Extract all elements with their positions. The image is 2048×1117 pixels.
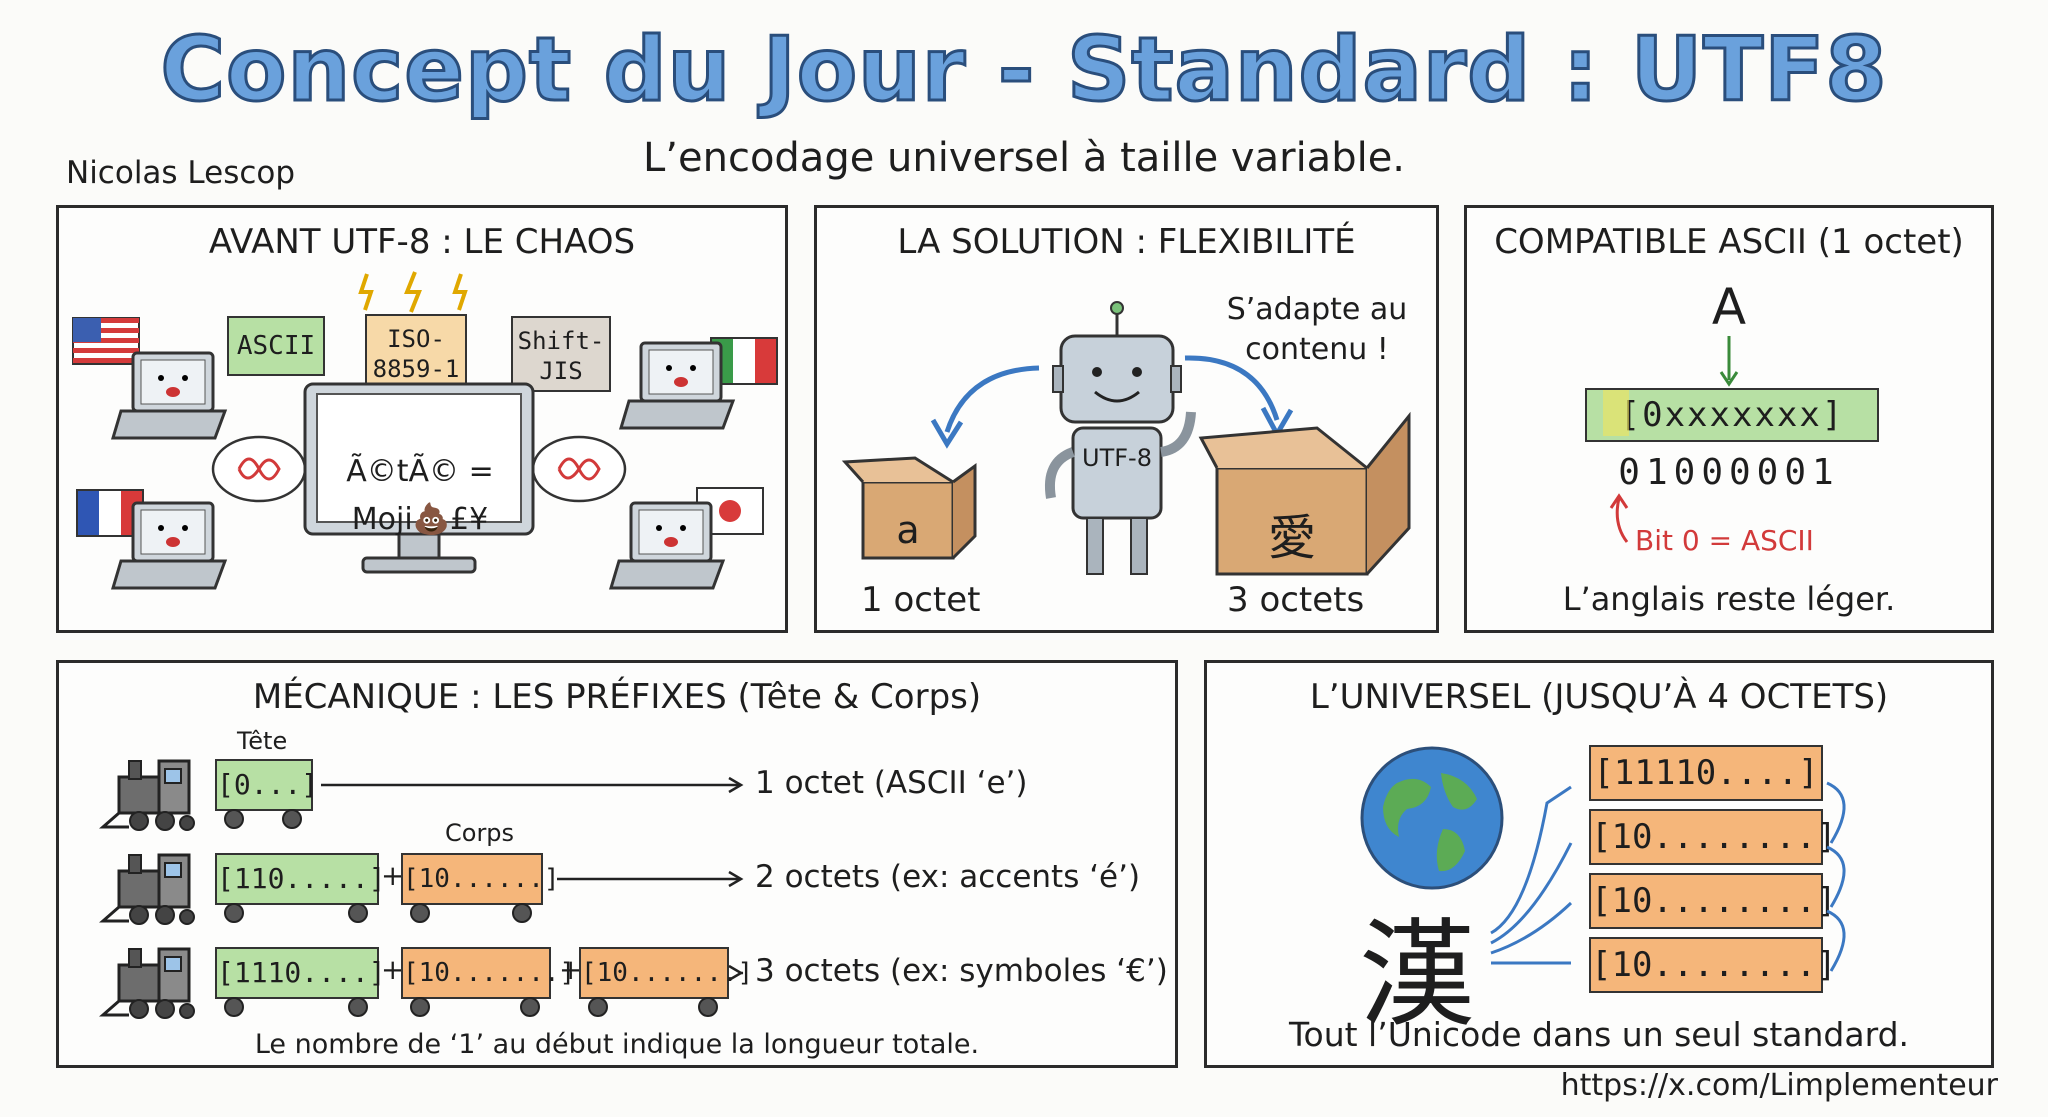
scribble-bubble-icon [531,435,627,503]
bits-value: 01000001 [1618,452,1840,493]
wheel-icon [410,903,430,923]
page-subtitle: L’encodage universel à taille variable. [642,135,1406,181]
big-box-icon [1198,411,1411,576]
panel-prefix-title: MÉCANIQUE : LES PRÉFIXES (Tête & Corps) [252,677,982,717]
small-box-icon [841,456,977,560]
panel-solution-title: LA SOLUTION : FLEXIBILITÉ [897,222,1356,262]
arrow-icon [557,870,744,888]
byte-pattern: [0xxxxxxx] [1585,388,1879,442]
panel-chaos: AVANT UTF-8 : LE CHAOS [56,205,788,633]
head-byte: [0...] [215,759,318,811]
universal-byte: [11110....] [1589,745,1823,801]
letter-a: A [1711,278,1747,336]
robot-icon [1045,301,1196,575]
big-box-caption: 3 octets [1227,580,1365,620]
angry-laptop-icon [110,351,228,440]
us-flag-icon [72,317,140,365]
source-url[interactable]: https://x.com/Limplementeur [1560,1068,1998,1103]
head-byte: [1110....] [215,947,386,999]
prefix-footer: Le nombre de ‘1’ au début indique la lon… [254,1029,980,1060]
wheel-icon [348,903,368,923]
plus-sign: + [381,859,405,892]
left-arrow-icon [930,365,1040,449]
universal-caption: Tout l’Unicode dans un seul standard. [1288,1015,1910,1054]
panel-ascii: COMPATIBLE ASCII (1 octet) A [0xxxxxxx] … [1464,205,1994,633]
angry-laptop-icon [618,341,736,430]
shift-jis-box: Shift- JIS [511,316,611,392]
chain-arrows-icon [1826,781,1846,972]
wheel-icon [588,997,608,1017]
body-byte: [10.......] [579,947,753,999]
locomotive-icon [99,947,195,1019]
prefix-result: 2 octets (ex: accents ‘é’) [755,859,1141,895]
prefix-result: 1 octet (ASCII ‘e’) [755,765,1028,801]
author-name: Nicolas Lescop [66,155,296,191]
wheel-icon [224,997,244,1017]
speech-text: S’adapte au contenu ! [1226,292,1408,367]
arrow-icon [728,964,744,982]
body-label: Corps [445,819,515,847]
plus-sign: + [559,953,583,986]
robot-label: UTF-8 [1082,444,1152,472]
fanout-arrows-icon [1490,785,1573,965]
japan-flag-icon [696,487,764,535]
angry-laptop-icon [110,501,228,590]
panel-universal: L’UNIVERSEL (JUSQU’À 4 OCTETS) 漢 [11110.… [1204,660,1994,1068]
body-byte: [10.......] [401,947,575,999]
head-byte: [110.....] [215,853,386,905]
red-arrow-icon [1609,493,1629,543]
lightning-icon [358,271,468,313]
prefix-result: 3 octets (ex: symboles ‘€’) [755,953,1168,989]
mojibake-line-1: Ã©tÃ© = [346,454,494,489]
universal-byte: [10........] [1589,873,1837,929]
ascii-box: ASCII [227,316,325,376]
mojibake-line-2: Moji💩£¥ [351,502,489,537]
panel-chaos-title: AVANT UTF-8 : LE CHAOS [208,222,636,262]
wheel-icon [282,809,302,829]
body-byte: [10......] [401,853,560,905]
ascii-caption: L’anglais reste léger. [1562,580,1896,618]
wheel-icon [224,903,244,923]
down-arrow-icon [1719,336,1739,387]
wheel-icon [410,997,430,1017]
scribble-bubble-icon [211,435,307,503]
wheel-icon [698,997,718,1017]
panel-prefix: MÉCANIQUE : LES PRÉFIXES (Tête & Corps) … [56,660,1178,1068]
iso-8859-1-box: ISO- 8859-1 [365,314,467,394]
small-box-caption: 1 octet [861,580,981,620]
wheel-icon [520,997,540,1017]
wheel-icon [512,903,532,923]
globe-icon [1360,746,1504,890]
panel-universal-title: L’UNIVERSEL (JUSQU’À 4 OCTETS) [1309,677,1889,717]
universal-byte: [10........] [1589,937,1837,993]
wheel-icon [348,997,368,1017]
bit-note: Bit 0 = ASCII [1635,524,1814,557]
locomotive-icon [99,759,195,831]
locomotive-icon [99,853,195,925]
angry-laptop-icon [608,501,726,590]
monitor-icon [303,382,535,574]
page-title: Concept du Jour - Standard : UTF8 [159,17,1888,123]
small-box-char: a [896,508,920,552]
kanji-glyph: 漢 [1359,908,1475,1043]
panel-ascii-title: COMPATIBLE ASCII (1 octet) [1494,222,1964,262]
wheel-icon [224,809,244,829]
plus-sign: + [381,953,405,986]
panel-solution: LA SOLUTION : FLEXIBILITÉ S’adapte au co… [814,205,1439,633]
big-box-char: 愛 [1267,510,1316,566]
head-label: Tête [237,727,288,755]
first-bit-highlight [1603,390,1629,436]
arrow-icon [321,776,744,794]
universal-byte: [10........] [1589,809,1837,865]
